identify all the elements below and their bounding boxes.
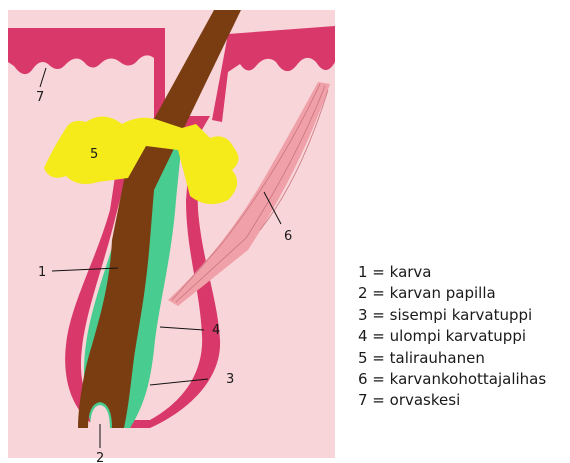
legend: 1 = karva 2 = karvan papilla 3 = sisempi… <box>358 262 546 412</box>
label-4: 4 <box>212 323 220 338</box>
label-1: 1 <box>38 265 46 280</box>
label-3: 3 <box>226 372 234 387</box>
label-6: 6 <box>284 229 292 244</box>
label-2: 2 <box>96 451 104 463</box>
legend-item: 6 = karvankohottajalihas <box>358 369 546 390</box>
legend-item: 3 = sisempi karvatuppi <box>358 305 546 326</box>
legend-item: 5 = talirauhanen <box>358 348 546 369</box>
legend-item: 2 = karvan papilla <box>358 283 546 304</box>
legend-item: 1 = karva <box>358 262 546 283</box>
label-5: 5 <box>90 147 98 162</box>
legend-item: 7 = orvaskesi <box>358 390 546 411</box>
legend-item: 4 = ulompi karvatuppi <box>358 326 546 347</box>
label-7: 7 <box>36 90 44 105</box>
